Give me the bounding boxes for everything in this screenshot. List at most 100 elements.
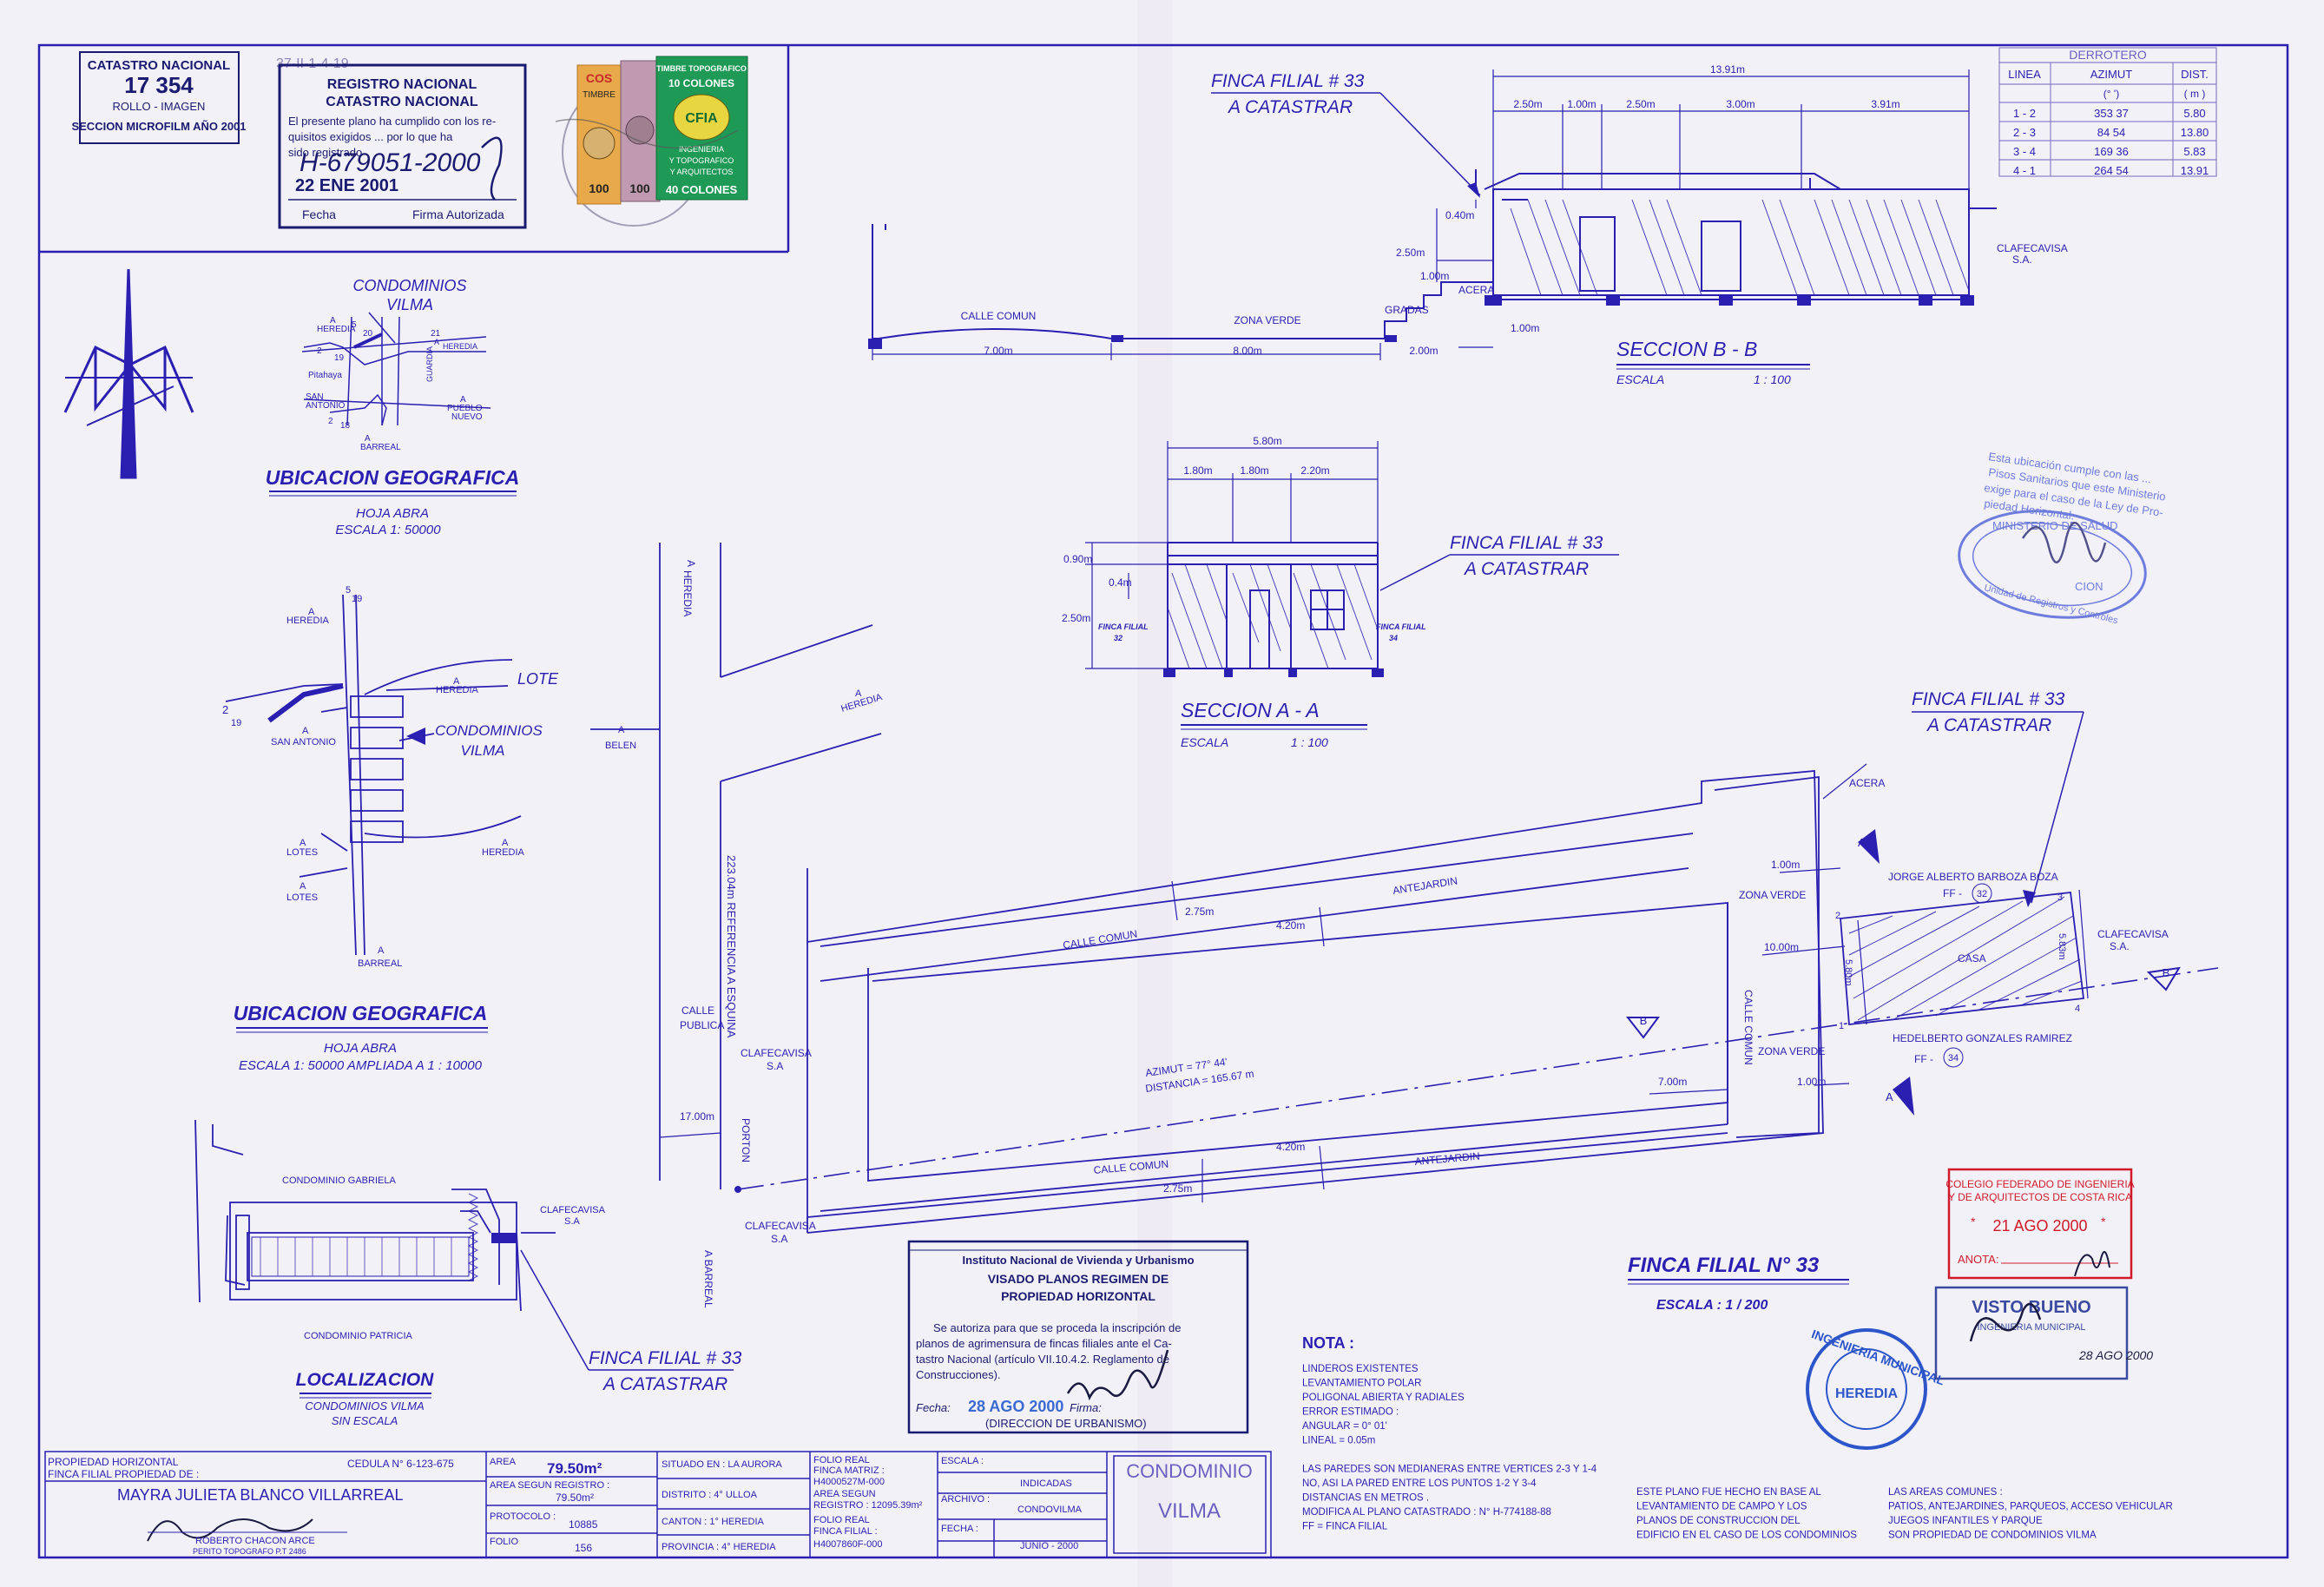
ubicacion1-label-3: HEREDIA: [317, 325, 356, 334]
tax-stamp-3-top: 10 COLONES: [668, 77, 734, 89]
derrotero-header-2: DIST.: [2181, 68, 2209, 81]
site-ff34n: 34: [1948, 1053, 1959, 1063]
finca-callout-site-l2: A CATASTRAR: [1926, 715, 2051, 735]
invu-date: 28 AGO 2000: [968, 1398, 1063, 1415]
ubicacion2-hoja: HOJA ABRA: [324, 1041, 397, 1056]
derrotero-cell: 13.80: [2181, 126, 2209, 139]
ministerio-l7: CION: [2075, 580, 2103, 593]
tb-cedula: CEDULA N° 6-123-675: [347, 1458, 454, 1470]
finca-callout-top-l2: A CATASTRAR: [1227, 97, 1353, 117]
green-stamp-line1: INGENIERIA: [679, 145, 724, 154]
site-a2: A: [1886, 1090, 1893, 1103]
site-heredia2: HEREDIA: [681, 570, 694, 616]
site-clafe-a2: S.A: [767, 1060, 783, 1072]
ubicacion1-label-1: VILMA: [386, 296, 433, 313]
invu-l7: Construcciones).: [916, 1368, 1001, 1381]
seccion-bb-dim-3: 2.50m: [1626, 98, 1655, 110]
seccion-aa-dim-3: 2.20m: [1300, 464, 1329, 477]
ubicacion1-label-5: 20: [363, 329, 373, 339]
seccion-bb-dim-2: 1.00m: [1567, 98, 1596, 110]
nota-title: NOTA :: [1302, 1334, 1354, 1352]
north-label: N: [128, 385, 129, 387]
tax-stamp-1-top: TIMBRE: [583, 90, 616, 100]
localizacion-gabriela: CONDOMINIO GABRIELA: [282, 1175, 396, 1186]
seccion-bb-drawing: 13.91m 2.50m 1.00m 2.50m 3.00m 3.91m 0.4…: [868, 63, 2068, 386]
seccion-aa-f32: FINCA FILIAL: [1098, 622, 1149, 631]
ministerio-l5: MINISTERIO DE SALUD: [1992, 519, 2117, 532]
ubicacion2-barreal: A: [378, 945, 385, 956]
ubicacion1-label-10: 19: [334, 353, 345, 363]
finca-escala: ESCALA : 1 / 200: [1656, 1298, 1768, 1313]
derrotero-cell: 3 - 4: [2013, 145, 2036, 158]
site-antejardin2: ANTEJARDIN: [1414, 1149, 1480, 1168]
green-stamp-line2: Y TOPOGRAFICO: [669, 156, 734, 165]
ubicacion2-condo1: CONDOMINIOS: [435, 722, 543, 739]
finca-callout-localizacion-l2: A CATASTRAR: [602, 1374, 727, 1394]
colegio-stamp: COLEGIO FEDERADO DE INGENIERIA Y DE ARQU…: [1945, 1168, 2135, 1280]
finca-filial-title: FINCA FILIAL N° 33 ESCALA : 1 / 200: [1628, 1254, 1849, 1313]
tb-area-reg-label: AREA SEGUN REGISTRO :: [490, 1480, 609, 1491]
invu-l1: Instituto Nacional de Vivienda y Urbanis…: [962, 1254, 1194, 1267]
nota-base-line: PLANOS DE CONSTRUCCION DEL: [1636, 1516, 1801, 1526]
seccion-aa-escala: ESCALA: [1181, 735, 1228, 749]
registro-stamp: REGISTRO NACIONAL CATASTRO NACIONAL El p…: [278, 63, 527, 229]
seccion-bb-title: SECCION B - B: [1616, 338, 1757, 360]
tb-area-reg: 79.50m²: [556, 1492, 594, 1504]
ubicacion2-lotes2a: A: [300, 881, 306, 892]
ubicacion1-title: UBICACION GEOGRAFICA: [266, 466, 520, 489]
derrotero-cell: 4 - 1: [2013, 164, 2036, 177]
site-ff34: FF -: [1914, 1053, 1933, 1065]
ubicacion2-heredia-top: A: [308, 607, 315, 617]
site-barreal: A BARREAL: [702, 1250, 714, 1308]
site-casa: CASA: [1958, 952, 1986, 965]
colegio-star-left: *: [1971, 1215, 1976, 1228]
site-clafe-a: CLAFECAVISA: [741, 1047, 812, 1059]
seccion-bb-gradas: GRADAS: [1385, 304, 1429, 316]
ubicacion1-label-14: 2: [328, 417, 333, 426]
tax-stamp-1-label: COS: [586, 71, 612, 85]
invu-stamp: Instituto Nacional de Vivienda y Urbanis…: [907, 1240, 1249, 1434]
ubicacion1-label-19: PUEBLO: [447, 404, 483, 413]
site-a1: A: [1858, 836, 1866, 849]
catastro-stamp: CATASTRO NACIONAL 17 354 ROLLO - IMAGEN …: [71, 51, 247, 144]
seccion-aa-side-0: 0.90m: [1063, 553, 1092, 565]
seccion-aa-title: SECCION A - A: [1181, 699, 1320, 721]
finca-callout-top-l1: FINCA FILIAL # 33: [1211, 71, 1365, 91]
tb-archivo: CONDOVILMA: [1017, 1505, 1083, 1515]
seccion-aa-f32n: 32: [1114, 634, 1122, 642]
ubicacion2-heredia-top2: HEREDIA: [286, 616, 330, 626]
colegio-l1: COLEGIO FEDERADO DE INGENIERIA: [1945, 1178, 2134, 1190]
finca-callout-aa-l2: A CATASTRAR: [1463, 559, 1589, 579]
site-calle-publica2: PUBLICA: [680, 1019, 724, 1031]
ubicacion1-label-15: 18: [340, 421, 351, 431]
seccion-bb-dim-5: 3.91m: [1871, 98, 1899, 110]
seccion-bb-bottom-0: 7.00m: [984, 345, 1012, 357]
seccion-aa-dim-0: 5.80m: [1253, 435, 1281, 447]
ubicacion1-label-0: CONDOMINIOS: [352, 277, 466, 294]
ubicacion2-heredia-mid2: HEREDIA: [436, 685, 479, 695]
site-heredia3: A: [855, 688, 862, 699]
site-d420a: 4.20m: [1276, 919, 1305, 932]
title-block: PROPIEDAD HORIZONTAL FINCA FILIAL PROPIE…: [44, 1451, 1272, 1558]
ubicacion2-n19: 19: [352, 594, 362, 604]
tb-escala: INDICADAS: [1020, 1478, 1072, 1489]
site-ff32n: 32: [1977, 889, 1987, 899]
ubicacion1-label-16: A: [365, 434, 371, 444]
site-b1: B: [1640, 1014, 1648, 1027]
nota-line: POLIGONAL ABIERTA Y RADIALES: [1302, 1393, 1465, 1403]
seccion-aa-f34: FINCA FILIAL: [1376, 622, 1426, 631]
tb-provincia: PROVINCIA : 4° HEREDIA: [662, 1542, 776, 1552]
invu-l4: Se autoriza para que se proceda la inscr…: [933, 1321, 1181, 1334]
ubicacion2-title: UBICACION GEOGRAFICA: [234, 1002, 488, 1024]
tb-area-label: AREA: [490, 1457, 517, 1467]
invu-firma: Firma:: [1070, 1401, 1102, 1414]
ubicacion2-heredia-mid: A: [453, 676, 460, 687]
site-clafe-c2: S.A.: [2110, 940, 2130, 952]
site-d275a: 2.75m: [1185, 905, 1214, 918]
nota-block: NOTA : LINDEROS EXISTENTESLEVANTAMIENTO …: [1302, 1334, 2173, 1541]
catastro-number: 17 354: [124, 72, 194, 98]
tb-registro: REGISTRO : 12095.39m²: [813, 1500, 923, 1511]
ubicacion1-label-20: NUEVO: [451, 412, 483, 422]
localizacion-title: LOCALIZACION: [296, 1370, 434, 1390]
nota-base-line: LEVANTAMIENTO DE CAMPO Y LOS: [1636, 1502, 1807, 1512]
